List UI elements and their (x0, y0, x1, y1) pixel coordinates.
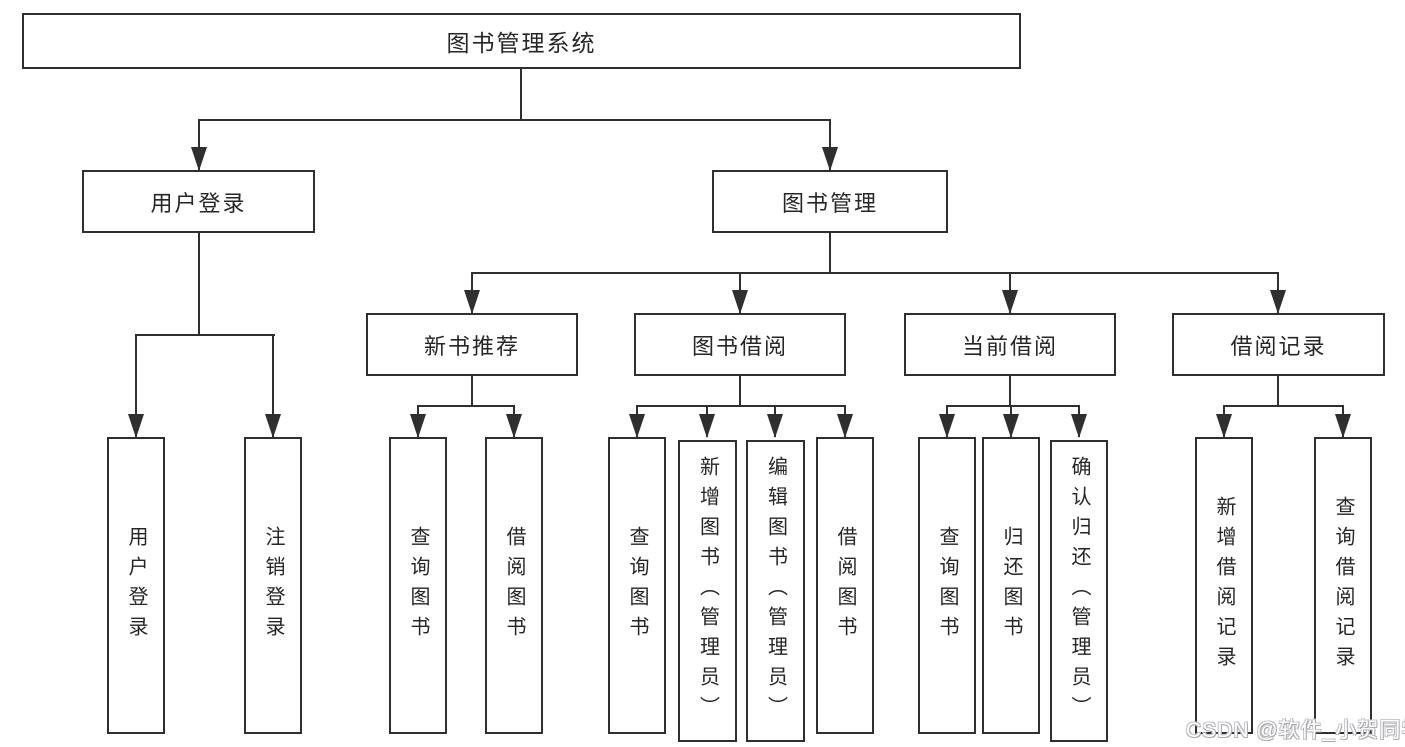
arrow-down-icon (939, 414, 955, 438)
node-label: 借阅记录 (1230, 333, 1327, 359)
leaf-label: 查询图书 (936, 525, 958, 646)
csdn-watermark: CSDN @软件_小贺同学 (1186, 719, 1405, 742)
connector-drop-leaf (135, 334, 137, 437)
connector-new-book-cross (417, 405, 515, 407)
leaf-query-borrow-record: 查询借阅记录 (1314, 437, 1372, 734)
leaf-label: 新增图书（管理员） (696, 456, 719, 726)
leaf-add-borrow-record: 新增借阅记录 (1195, 437, 1253, 734)
connector-book-borrow-stem (739, 376, 741, 407)
node-label: 新书推荐 (423, 333, 520, 359)
connector-new-book-stem (471, 376, 473, 407)
connector-book-mgmt-stem (829, 233, 831, 274)
arrow-down-icon (1003, 414, 1019, 438)
node-borrow-records: 借阅记录 (1172, 313, 1385, 376)
connector-book-mgmt-cross (471, 272, 1279, 274)
arrow-down-icon (410, 414, 426, 438)
arrow-down-icon (1270, 290, 1286, 314)
leaf-label: 归还图书 (1000, 525, 1022, 646)
node-user-login: 用户登录 (82, 170, 315, 233)
leaf-label: 查询图书 (626, 525, 648, 646)
connector-root-stem (520, 68, 522, 120)
leaf-label: 注销登录 (262, 525, 284, 646)
connector-current-borrow-stem (1009, 376, 1011, 407)
arrow-down-icon (191, 147, 207, 171)
arrow-down-icon (464, 290, 480, 314)
connector-user-login-stem (198, 233, 200, 336)
connector-user-login-cross (135, 334, 275, 336)
node-label: 图书管理 (781, 190, 878, 216)
arrow-down-icon (767, 414, 783, 438)
leaf-return-books: 归还图书 (982, 437, 1040, 734)
leaf-confirm-return-admin: 确认归还（管理员） (1050, 440, 1108, 742)
leaf-label: 确认归还（管理员） (1068, 456, 1090, 726)
arrow-down-icon (837, 414, 853, 438)
node-current-borrow: 当前借阅 (904, 313, 1116, 376)
arrow-down-icon (128, 414, 144, 438)
connector-drop-user-login (198, 119, 200, 170)
node-label: 当前借阅 (961, 333, 1058, 359)
leaf-label: 查询借阅记录 (1332, 495, 1354, 676)
arrow-down-icon (1335, 414, 1351, 438)
connector-borrow-records-stem (1277, 376, 1279, 407)
arrow-down-icon (506, 414, 522, 438)
leaf-label: 用户登录 (125, 525, 147, 646)
leaf-borrow-books: 借阅图书 (485, 437, 543, 734)
leaf-query-books: 查询图书 (608, 437, 666, 734)
arrow-down-icon (822, 147, 838, 171)
leaf-label: 编辑图书（管理员） (764, 456, 787, 726)
node-book-borrow: 图书借阅 (634, 313, 846, 376)
connector-drop-leaf (272, 334, 274, 437)
node-label: 用户登录 (150, 190, 247, 216)
arrow-down-icon (629, 414, 645, 438)
arrow-down-icon (265, 414, 281, 438)
leaf-label: 借阅图书 (834, 525, 856, 646)
leaf-label: 借阅图书 (503, 525, 525, 646)
connector-current-borrow-cross (946, 405, 1080, 407)
leaf-query-books: 查询图书 (918, 437, 976, 734)
arrow-down-icon (699, 414, 715, 438)
node-new-book-recommend: 新书推荐 (366, 313, 578, 376)
leaf-edit-books-admin: 编辑图书（管理员） (746, 440, 805, 742)
arrow-down-icon (1071, 414, 1087, 438)
arrow-down-icon (732, 290, 748, 314)
arrow-down-icon (1002, 290, 1018, 314)
leaf-user-login: 用户登录 (107, 437, 165, 734)
leaf-query-books: 查询图书 (389, 437, 447, 734)
connector-borrow-records-cross (1223, 405, 1344, 407)
arrow-down-icon (1216, 414, 1232, 438)
connector-root-cross (198, 119, 831, 121)
leaf-add-books-admin: 新增图书（管理员） (678, 440, 737, 742)
leaf-borrow-books: 借阅图书 (816, 437, 874, 734)
leaf-label: 查询图书 (407, 525, 429, 646)
leaf-logout: 注销登录 (244, 437, 302, 734)
node-label: 图书管理系统 (446, 30, 597, 56)
leaf-label: 新增借阅记录 (1213, 495, 1235, 676)
node-label: 图书借阅 (691, 333, 788, 359)
connector-book-borrow-cross (636, 405, 846, 407)
connector-drop-book-mgmt (829, 119, 831, 170)
node-book-management: 图书管理 (712, 170, 948, 233)
node-library-system: 图书管理系统 (22, 13, 1021, 69)
